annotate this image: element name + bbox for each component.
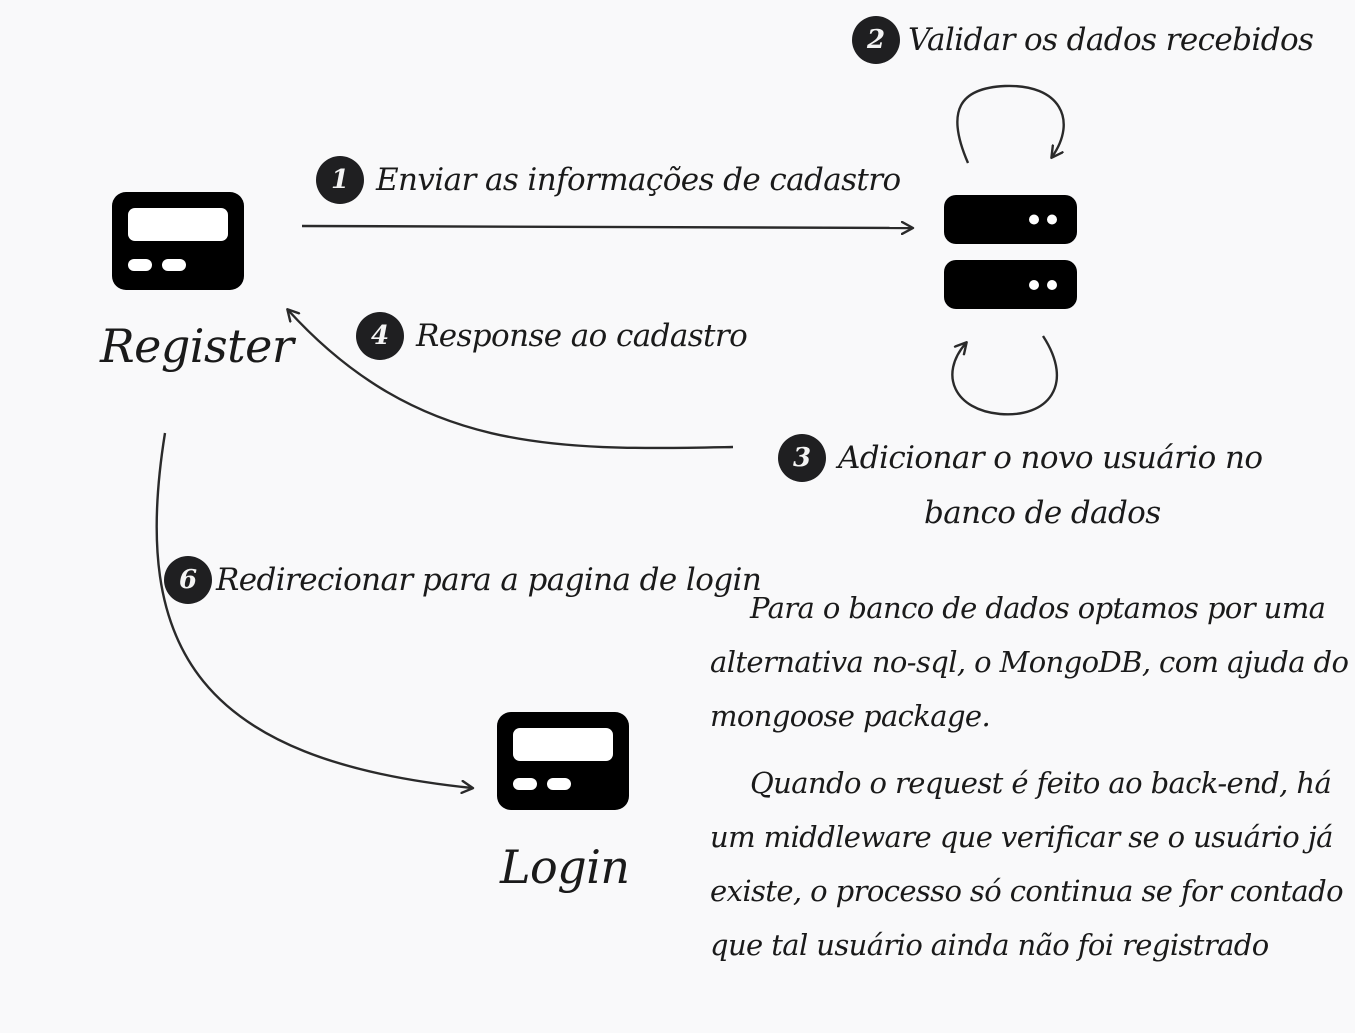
step-2-badge: 2 — [852, 16, 900, 64]
login-label: Login — [500, 840, 630, 894]
loop-arrow-validate — [956, 84, 1065, 164]
step-3-text-line2: banco de dados — [924, 495, 1161, 531]
step-6: 6 Redirecionar para a pagina de login — [164, 556, 762, 604]
step-1-text: Enviar as informações de cadastro — [376, 162, 901, 198]
note-middleware: Quando o request é feito ao back-end, há… — [710, 756, 1350, 972]
step-4-text: Response ao cadastro — [416, 318, 748, 354]
step-3-text-line1: Adicionar o novo usuário no — [838, 440, 1263, 476]
step-2-text: Validar os dados recebidos — [908, 22, 1314, 58]
register-label: Register — [100, 319, 294, 373]
step-2: 2 Validar os dados recebidos — [852, 16, 1314, 64]
step-4: 4 Response ao cadastro — [356, 312, 748, 360]
step-1: 1 Enviar as informações de cadastro — [316, 156, 901, 204]
step-6-badge: 6 — [164, 556, 212, 604]
step-3-line2: banco de dados — [924, 495, 1161, 531]
step-3: 3 Adicionar o novo usuário no — [778, 434, 1263, 482]
server-icon — [944, 195, 1077, 309]
arrow-redirect-login — [155, 432, 472, 788]
note-middleware-text: Quando o request é feito ao back-end, há… — [710, 766, 1344, 962]
arrow-response — [288, 310, 734, 450]
note-database: Para o banco de dados optamos por uma al… — [710, 581, 1350, 743]
step-1-badge: 1 — [316, 156, 364, 204]
step-4-badge: 4 — [356, 312, 404, 360]
arrow-send-register — [301, 226, 912, 228]
step-3-badge: 3 — [778, 434, 826, 482]
loop-arrow-save — [951, 335, 1059, 416]
login-terminal-icon — [497, 712, 629, 810]
register-terminal-icon — [112, 192, 244, 290]
step-6-text: Redirecionar para a pagina de login — [216, 562, 762, 598]
note-database-text: Para o banco de dados optamos por uma al… — [710, 591, 1349, 733]
